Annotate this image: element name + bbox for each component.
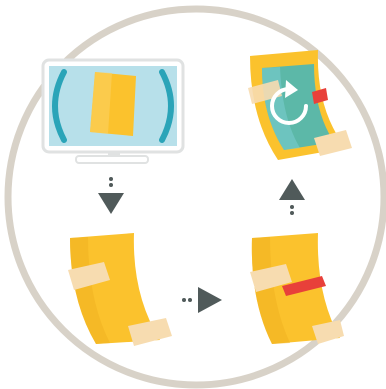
arrow-right-icon bbox=[182, 287, 222, 313]
paper-sheet-icon bbox=[68, 233, 172, 346]
refresh-paper-icon bbox=[248, 50, 352, 160]
arrow-down-icon bbox=[98, 177, 124, 214]
monitor-icon bbox=[43, 60, 183, 163]
taped-paper-icon bbox=[250, 233, 344, 344]
arrow-up-icon bbox=[279, 179, 305, 215]
